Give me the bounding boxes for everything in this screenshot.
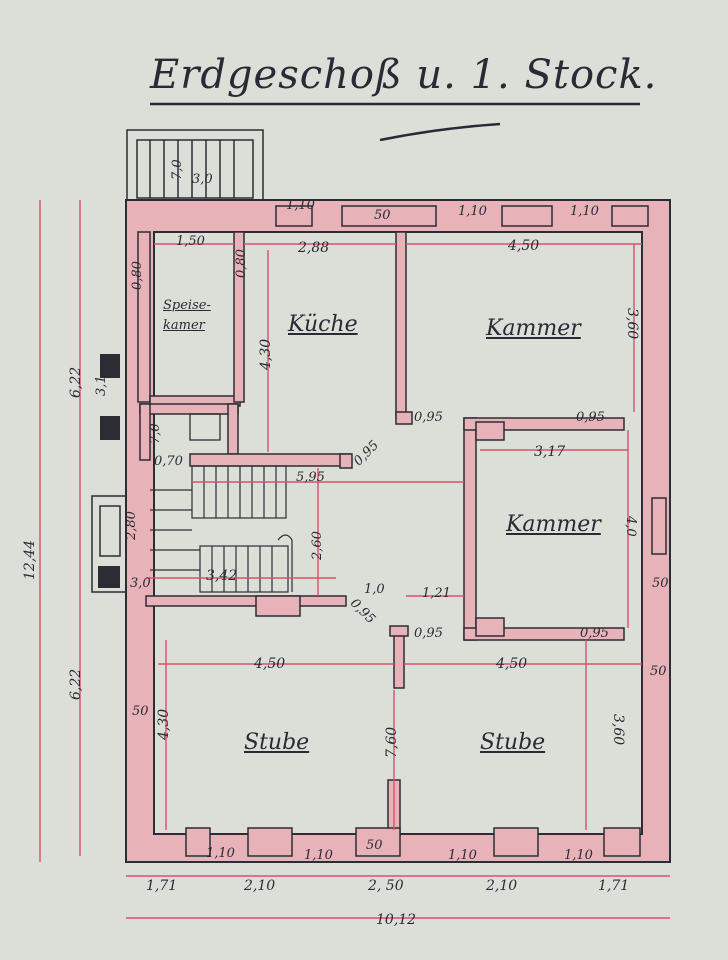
left-bay [91, 495, 127, 593]
dim-win-top2: 1,10 [458, 204, 487, 219]
outer-walls [125, 199, 671, 863]
right-window [651, 497, 667, 555]
dim-stube-center: 7,60 [384, 726, 400, 758]
dim-win-top1: 1,10 [286, 198, 315, 213]
dim-overall-width: 10,12 [376, 912, 417, 928]
dim-wc-depth: 7,0 [148, 423, 163, 444]
dim-stube-right-width: 4,50 [496, 656, 528, 672]
title-flourish [379, 122, 501, 142]
dim-top-wall: 50 [374, 208, 391, 223]
dim-left-mini: 3,1 [94, 375, 109, 396]
dim-wc-width: 0,70 [154, 454, 183, 469]
dim-door1: 0,95 [414, 410, 443, 425]
dim-door2: 0,95 [576, 410, 605, 425]
dim-win-bot4: 1,10 [564, 848, 593, 863]
dim-door5: 0,95 [580, 626, 609, 641]
dim-hall-small2: 1,21 [422, 586, 451, 601]
chimneys [98, 354, 120, 588]
dim-speise-depth: 0,80 [130, 261, 145, 290]
dim-hall-depth: 2,60 [310, 531, 325, 560]
room-label-kammer-mid: Kammer [506, 512, 601, 537]
plan-title: Erdgeschoß u. 1. Stock. [150, 52, 658, 98]
dim-left-wall: 50 [132, 704, 149, 719]
dim-win-bot2: 1,10 [304, 848, 333, 863]
dim-left-upper: 6,22 [68, 366, 84, 398]
dim-door4: 0,95 [414, 626, 443, 641]
dim-stube-left-width: 4,50 [254, 656, 286, 672]
staircase [150, 465, 293, 593]
entrance-stair [126, 129, 264, 203]
speisekammer-line2: kamer [163, 318, 205, 333]
dim-right-wall2: 50 [650, 664, 667, 679]
dim-left-small2: 3,0 [130, 576, 151, 591]
dim-overall-height: 12,44 [22, 539, 38, 580]
dim-bot-seg2: 2,10 [244, 878, 276, 894]
dim-right-wall1: 50 [652, 576, 669, 591]
dim-kueche-depth: 4,30 [258, 338, 274, 370]
dim-bot-seg5: 1,71 [598, 878, 630, 894]
dim-bot-seg3: 2, 50 [368, 878, 404, 894]
dim-kammer-mid-width: 3,17 [534, 444, 566, 460]
wc-fixture [189, 413, 221, 441]
dim-left-lower: 6,22 [68, 668, 84, 700]
interior-walls [137, 205, 649, 857]
dim-bot-seg1: 1,71 [146, 878, 178, 894]
dim-win-bot1: 1,10 [206, 846, 235, 861]
dim-hall-small: 1,0 [364, 582, 385, 597]
dim-kammer-mid-depth: 4,0 [623, 516, 638, 537]
dim-kueche-width: 2,88 [298, 240, 330, 256]
room-label-stube-right: Stube [480, 730, 546, 755]
dim-kueche-wall: 0,80 [234, 249, 249, 278]
dim-stair-top2: 3,0 [192, 172, 213, 187]
dim-stube-left-depth: 4,30 [156, 708, 172, 740]
speisekammer-line1: Speise- [163, 298, 211, 313]
room-label-stube-left: Stube [244, 730, 310, 755]
dim-bot-seg4: 2,10 [486, 878, 518, 894]
dim-win-bot3: 1,10 [448, 848, 477, 863]
dim-speise-width: 1,50 [176, 234, 205, 249]
room-label-kueche: Küche [288, 312, 358, 337]
dim-left-small1: 2,80 [124, 511, 139, 540]
dim-kammer-top-width: 4,50 [508, 238, 540, 254]
dim-hall-width: 5,95 [296, 470, 325, 485]
dim-stair-top: 7,0 [170, 159, 185, 180]
dim-stair-width: 3,42 [206, 568, 238, 584]
dim-bottom-wall: 50 [366, 838, 383, 853]
dim-win-top3: 1,10 [570, 204, 599, 219]
dim-kammer-top-depth: 3,60 [624, 308, 640, 340]
room-label-kammer-top: Kammer [486, 316, 581, 341]
room-label-speisekammer: Speise- kamer [163, 296, 211, 336]
dimension-lines [39, 200, 670, 919]
dim-stube-right-depth: 3,60 [610, 714, 626, 746]
